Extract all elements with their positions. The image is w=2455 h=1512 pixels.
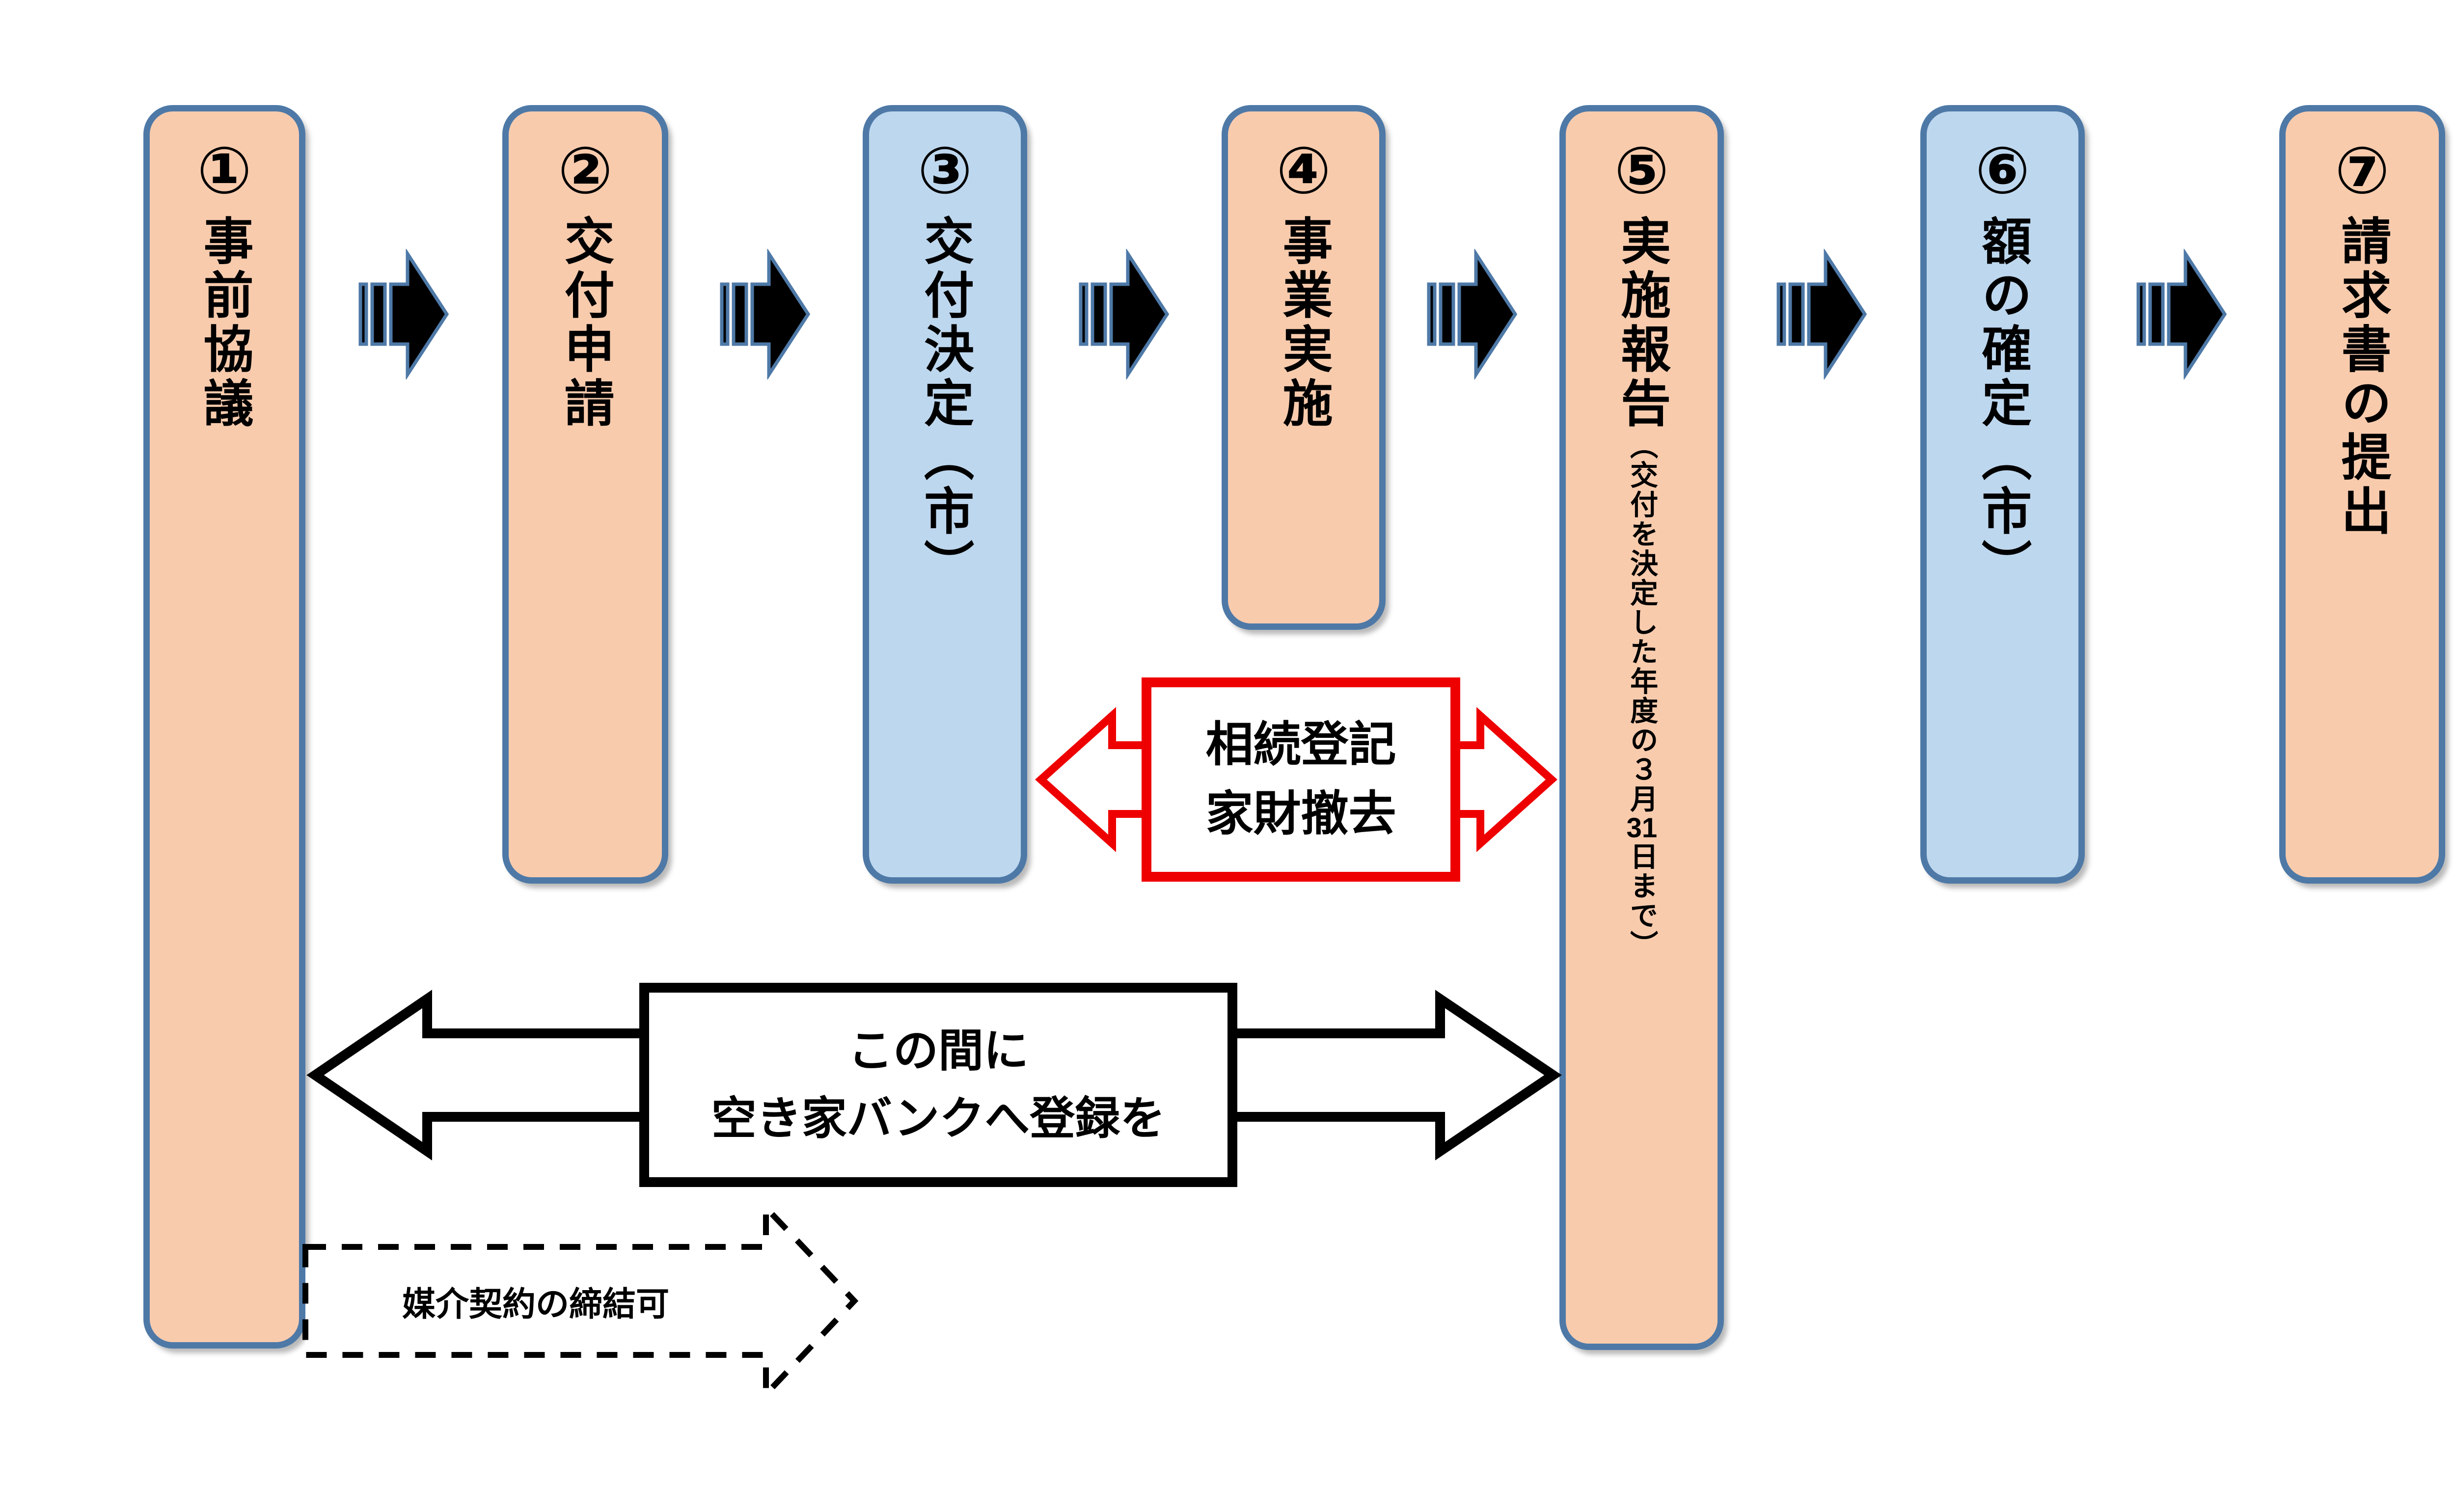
step-label: 実施報告（交付を決定した年度の３月31日まで）: [1613, 215, 1670, 960]
step-number: ⑦: [2335, 135, 2390, 207]
step-number: ②: [558, 135, 613, 207]
step-number: ①: [197, 135, 252, 207]
step-label: 請求書の提出: [2334, 215, 2391, 540]
vacant-bank-banner-line2: 空き家バンクへ登録を: [711, 1094, 1166, 1144]
flow-arrow-icon-6: [2136, 249, 2227, 379]
black-left-arrow-icon: [306, 990, 663, 1161]
step-label: 交付申請: [557, 215, 614, 432]
step-box-5-implementation-report: ⑤ 実施報告（交付を決定した年度の３月31日まで）: [1559, 105, 1724, 1350]
vacant-bank-banner-box: この間に 空き家バンクへ登録を: [639, 983, 1237, 1187]
step-label-main: 実施報告: [1613, 215, 1670, 432]
step-number: ③: [917, 135, 973, 207]
step-box-3-grant-decision: ③ 交付決定（市）: [863, 105, 1027, 884]
step-number: ④: [1276, 135, 1331, 207]
flow-arrow-icon-4: [1427, 249, 1518, 379]
inheritance-callout-box: 相続登記 家財撤去: [1142, 677, 1460, 882]
step-box-7-invoice-submission: ⑦ 請求書の提出: [2279, 105, 2445, 884]
dashed-arrow-icon: [302, 1200, 859, 1402]
step-box-1-prior-consultation: ① 事前協議: [143, 105, 305, 1349]
step-box-2-grant-application: ② 交付申請: [502, 105, 668, 884]
vacant-bank-banner-line1: この間に: [847, 1026, 1029, 1076]
step-box-6-amount-determination: ⑥ 額の確定（市）: [1920, 105, 2085, 884]
step-box-4-project-execution: ④ 事業実施: [1222, 105, 1386, 630]
step-label: 額の確定（市）: [1974, 215, 2031, 594]
flow-arrow-icon-1: [358, 249, 449, 379]
inheritance-callout-line2: 家財撤去: [1205, 787, 1396, 840]
step-note: （交付を決定した年度の３月31日まで）: [1626, 431, 1658, 960]
inheritance-callout-line1: 相続登記: [1205, 718, 1396, 772]
flow-arrow-icon-3: [1079, 249, 1170, 379]
black-right-arrow-icon: [1213, 990, 1562, 1161]
step-label: 事前協議: [196, 215, 253, 432]
black-double-arrow: [306, 990, 1562, 1161]
step-number: ⑤: [1614, 135, 1669, 207]
step-number: ⑥: [1975, 135, 2030, 207]
step-label: 交付決定（市）: [917, 215, 973, 594]
flow-arrow-icon-5: [1776, 249, 1867, 379]
step-label: 事業実施: [1276, 215, 1332, 432]
brokerage-contract-label: 媒介契約の締結可: [402, 1285, 669, 1323]
flow-arrow-icon-2: [720, 249, 811, 379]
